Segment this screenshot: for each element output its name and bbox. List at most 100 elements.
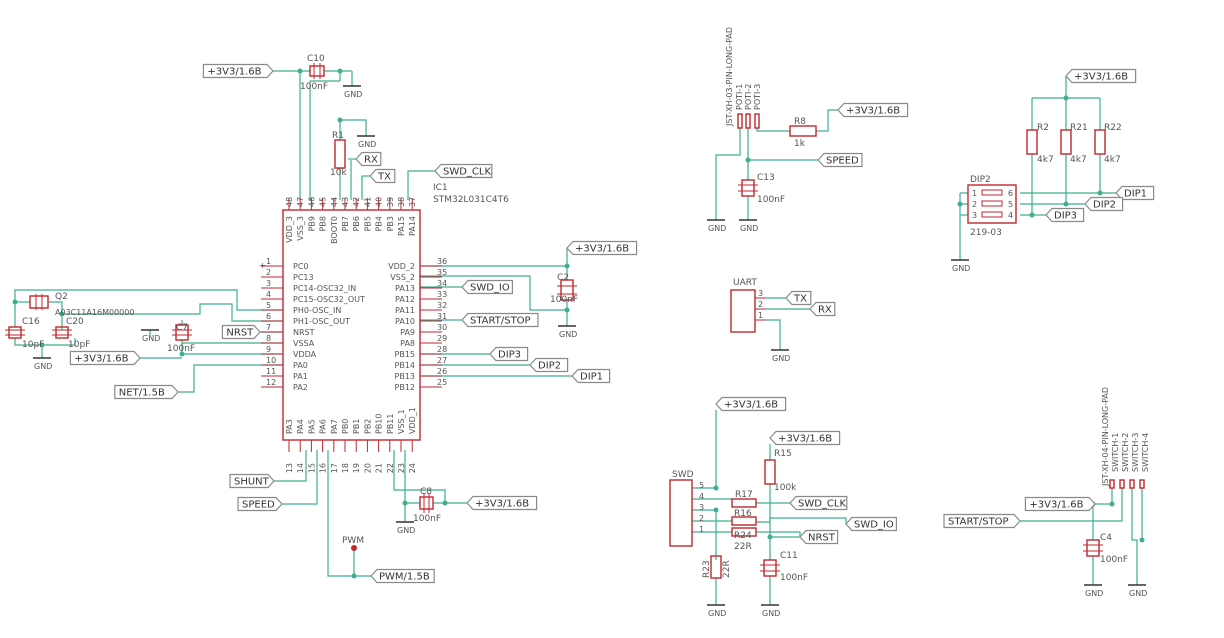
ic1-pin-number: 14: [296, 463, 305, 473]
connector-pot: JST-XH-03-PIN-LONG-PAD POTI-1 POTI-2 POT…: [725, 27, 762, 129]
ic1-pin-number: 45: [319, 197, 328, 207]
ic1-pin-number: 33: [437, 290, 447, 299]
r24-value: 22R: [734, 542, 752, 552]
r17-name: R17: [735, 490, 753, 500]
ic1-pin-name: PB4: [375, 216, 384, 231]
ic1-pin-name: PB7: [341, 216, 350, 231]
c4-name: C4: [1100, 533, 1112, 543]
capacitor-c11: C11 100nF: [760, 551, 808, 583]
ic1-name: IC1: [433, 183, 448, 193]
ic1-pin-name: VSS_1: [397, 409, 406, 434]
net-label-rx-uart: RX: [809, 301, 836, 317]
dip2-pin6: 6: [1008, 189, 1013, 198]
ic1-pin-name: PA0: [293, 361, 308, 370]
c11-name: C11: [780, 551, 798, 561]
net-label-text: +3V3/1.6B: [1029, 500, 1083, 511]
net-label-text: RX: [364, 155, 378, 166]
r22-name: R22: [1104, 123, 1122, 133]
ic1-pin-number: 4: [266, 290, 271, 299]
swd-pin5: 5: [699, 481, 704, 490]
ic1-pin-number: 7: [266, 323, 271, 332]
net-label-text: NRST: [808, 533, 836, 544]
pot-pin1: POTI-1: [735, 84, 744, 110]
net-labels: +3V3/1.6B +3V3/1.6B +3V3/1.6B +3V3/1.6B +3V3…: [69, 63, 1155, 584]
sw-pin3: SWITCH-3: [1131, 433, 1140, 472]
ic1-pin-number: 31: [437, 312, 447, 321]
r2-name: R2: [1037, 123, 1049, 133]
gnd-label: GND: [952, 264, 970, 273]
ic1-pin-name: PA1: [293, 372, 308, 381]
net-label-text: DIP2: [538, 361, 561, 372]
swd-name: SWD: [672, 470, 694, 480]
net-label-text: +3V3/1.6B: [846, 106, 900, 117]
ground-symbol: GND: [396, 521, 415, 535]
dip2-pin4: 4: [1008, 211, 1013, 220]
dip2-pin3: 3: [972, 211, 977, 220]
capacitor-c10: C10 100nF: [300, 54, 328, 92]
net-label-text: SPEED: [826, 156, 859, 167]
r15-value: 100k: [774, 483, 797, 493]
ic1-value: STM32L031C4T6: [433, 195, 509, 205]
ic1-pin-number: 20: [363, 463, 372, 473]
r1-value: 10k: [330, 168, 347, 178]
ground-symbol: GND: [357, 135, 376, 149]
ic1-pin-number: 22: [386, 463, 395, 473]
net-label-net-ic: NET/1.5B: [114, 384, 179, 400]
net-label-text: RX: [818, 305, 832, 316]
gnd-label: GND: [1085, 589, 1103, 598]
capacitor-c16: C16 10pF: [5, 317, 44, 350]
r23-value: 22R: [722, 560, 732, 578]
connector-switch: JST-XH-04-PIN-LONG-PAD SWITCH-1 SWITCH-2…: [1101, 387, 1150, 489]
ic1-pin-number: 18: [341, 463, 350, 473]
c13-value: 100nF: [757, 195, 785, 205]
ic1-pin-number: 46: [307, 197, 316, 207]
net-label-nrst-ic: NRST: [221, 324, 261, 340]
ic1-pin-number: 40: [375, 197, 384, 207]
net-label-text: +3V3/1.6B: [575, 244, 629, 255]
ground-symbol: GND: [343, 85, 362, 99]
pwm-name: PWM: [342, 536, 364, 546]
gnd-label: GND: [358, 140, 376, 149]
uart-pin1: 1: [758, 311, 763, 320]
ic1-pin-number: 24: [408, 463, 417, 473]
net-label-text: SWD_IO: [470, 283, 510, 294]
ic1-pin-name: PB12: [395, 383, 416, 392]
ic1-pin-number: 9: [266, 345, 271, 354]
gnd-label: GND: [708, 224, 726, 233]
net-label-pwm-ic: PWM/1.5B: [370, 568, 435, 584]
net-label-text: +3V3/1.6B: [1074, 72, 1128, 83]
ic1-pin-number: 8: [266, 334, 271, 343]
resistor-r1: R1 10k: [330, 131, 347, 178]
ground-symbol: GND: [33, 357, 52, 371]
uart-name: UART: [733, 278, 757, 288]
ic1-pin-number: 26: [437, 367, 447, 376]
capacitor-c8: C8 100nF: [413, 487, 441, 524]
gnd-label: GND: [397, 526, 415, 535]
net-label-v33-r8: +3V3/1.6B: [837, 102, 909, 118]
c4-value: 100nF: [1100, 555, 1128, 565]
ic1-pin-number: 39: [386, 197, 395, 207]
ic1-pin-number: 10: [266, 356, 276, 365]
net-label-text: NRST: [226, 328, 254, 339]
net-label-v33-c10: +3V3/1.6B: [202, 63, 274, 79]
ic1-pin-number: 16: [319, 463, 328, 473]
ground-symbol: GND: [141, 329, 160, 343]
dip2-name: DIP2: [970, 175, 991, 185]
q2-name: Q2: [55, 292, 68, 302]
ic1-pin-number: 5: [266, 301, 271, 310]
ic1-pin-name: VSSA: [293, 339, 315, 348]
ic1-pin-number: 25: [437, 378, 447, 387]
uart-pin3: 3: [758, 289, 763, 298]
swd-pin2: 2: [699, 514, 704, 523]
ic1-pin-name: PA9: [400, 328, 415, 337]
ic1-pin-name: PA3: [285, 419, 294, 434]
pot-name: JST-XH-03-PIN-LONG-PAD: [725, 27, 734, 127]
c10-name: C10: [307, 54, 325, 64]
ic1-pin-number: 28: [437, 345, 447, 354]
net-label-swdio-swd: SWD_IO: [845, 516, 898, 532]
net-label-swdclk-ic: SWD_CLK: [434, 163, 493, 179]
ic1-pin-name: VDD_1: [408, 407, 417, 434]
net-label-tx-uart: TX: [785, 290, 812, 306]
ic1-pin-name: PB3: [386, 216, 395, 231]
c7-value: 100nF: [167, 344, 195, 354]
